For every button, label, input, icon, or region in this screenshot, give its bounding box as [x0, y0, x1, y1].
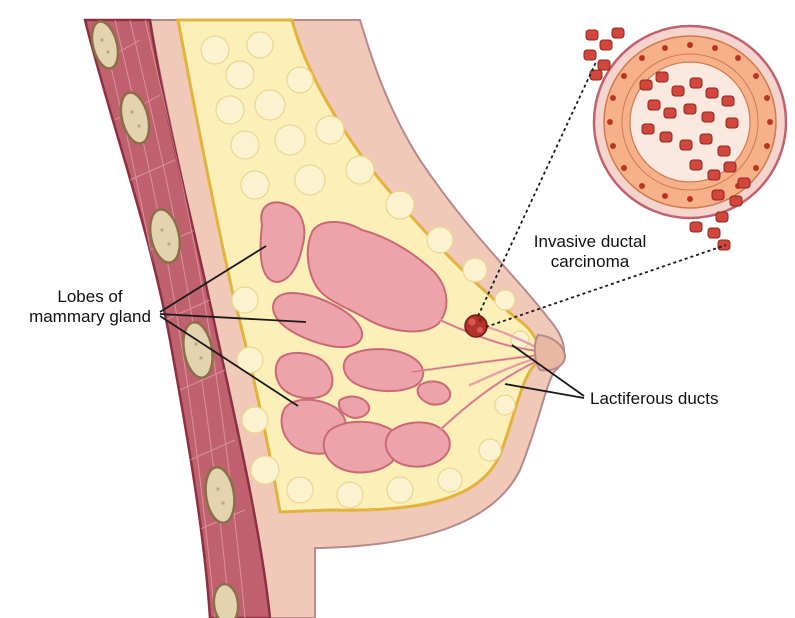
label-lobes-line1: Lobes of	[14, 287, 166, 307]
label-lactiferous-ducts: Lactiferous ducts	[590, 389, 719, 409]
tumor	[465, 315, 487, 337]
label-lobes-of-mammary-gland: Lobes of mammary gland	[14, 287, 166, 327]
callout-line-upper	[478, 62, 596, 316]
label-invasive-ductal-carcinoma: Invasive ductal carcinoma	[512, 232, 668, 272]
label-lobes-line2: mammary gland	[14, 307, 166, 327]
label-idc-line2: carcinoma	[512, 252, 668, 272]
label-idc-line1: Invasive ductal	[512, 232, 668, 252]
duct-cross-section-inset	[584, 26, 786, 250]
